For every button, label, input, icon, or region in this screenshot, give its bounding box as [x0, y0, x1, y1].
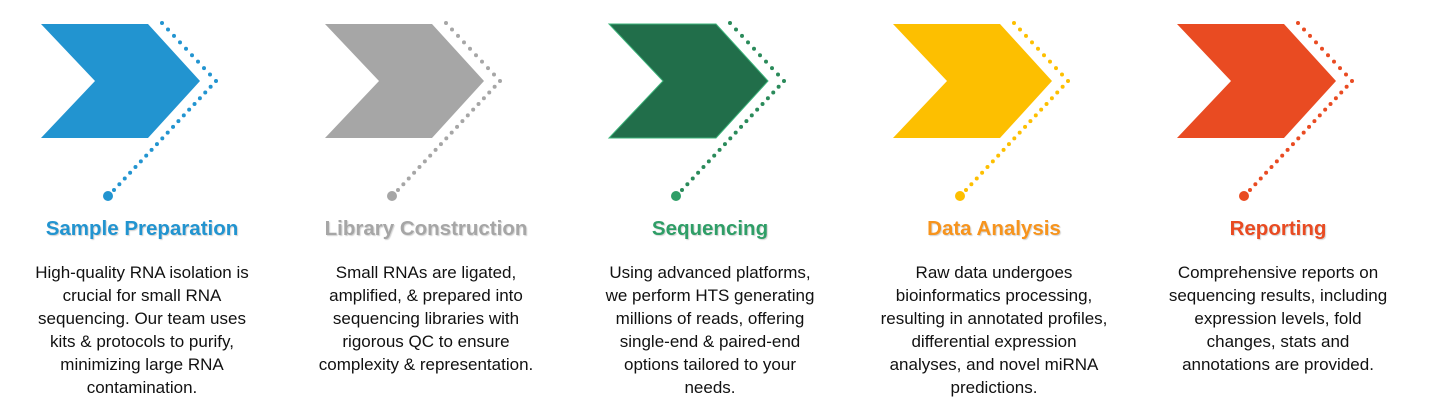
- desc-line: High-quality RNA isolation is: [35, 263, 249, 282]
- step-description: Comprehensive reports on sequencing resu…: [1136, 261, 1420, 376]
- desc-line: Using advanced platforms,: [609, 263, 811, 282]
- desc-line: analyses, and novel miRNA: [889, 355, 1099, 374]
- desc-line: resulting in annotated profiles,: [880, 309, 1108, 328]
- desc-line: bioinformatics processing,: [895, 286, 1093, 305]
- desc-line: kits & protocols to purify,: [50, 332, 234, 351]
- desc-line: amplified, & prepared into: [329, 286, 523, 305]
- chevron-arrow-icon: [1177, 21, 1354, 201]
- desc-line: single-end & paired-end: [619, 332, 801, 351]
- step-title: Library Construction: [324, 217, 528, 240]
- desc-line: annotations are provided.: [1182, 355, 1374, 374]
- desc-line: complexity & representation.: [318, 355, 534, 374]
- desc-line: changes, stats and: [1206, 332, 1350, 351]
- desc-line: options tailored to your: [624, 355, 796, 374]
- desc-line: differential expression: [911, 332, 1077, 351]
- desc-line: sequencing. Our team uses: [38, 309, 246, 328]
- desc-line: needs.: [684, 378, 736, 397]
- desc-line: Small RNAs are ligated,: [335, 263, 517, 282]
- step-reporting: Reporting Comprehensive reports on seque…: [1136, 0, 1420, 416]
- endpoint-dot-icon: [387, 191, 397, 201]
- chevron-arrow-icon: [893, 21, 1070, 201]
- endpoint-dot-icon: [671, 191, 681, 201]
- desc-line: rigorous QC to ensure: [342, 332, 510, 351]
- desc-line: Comprehensive reports on: [1177, 263, 1379, 282]
- step-description: Using advanced platforms, we perform HTS…: [568, 261, 852, 399]
- endpoint-dot-icon: [103, 191, 113, 201]
- desc-line: sequencing results, including: [1168, 286, 1388, 305]
- step-title: Sequencing: [651, 217, 769, 240]
- desc-line: we perform HTS generating: [605, 286, 815, 305]
- step-description: Raw data undergoes bioinformatics proces…: [852, 261, 1136, 399]
- desc-line: contamination.: [86, 378, 198, 397]
- step-sample-preparation: Sample Preparation High-quality RNA isol…: [0, 0, 284, 416]
- desc-line: crucial for small RNA: [62, 286, 222, 305]
- desc-line: millions of reads, offering: [615, 309, 805, 328]
- step-data-analysis: Data Analysis Raw data undergoes bioinfo…: [852, 0, 1136, 416]
- desc-line: Raw data undergoes: [915, 263, 1073, 282]
- desc-line: expression levels, fold: [1194, 309, 1362, 328]
- desc-line: sequencing libraries with: [332, 309, 520, 328]
- step-library-construction: Library Construction Small RNAs are liga…: [284, 0, 568, 416]
- chevron-arrow-icon: [325, 21, 502, 201]
- step-title: Sample Preparation: [45, 217, 239, 240]
- desc-line: predictions.: [950, 378, 1038, 397]
- desc-line: minimizing large RNA: [60, 355, 224, 374]
- endpoint-dot-icon: [1239, 191, 1249, 201]
- step-title: Reporting: [1229, 217, 1327, 240]
- step-sequencing: Sequencing Using advanced platforms, we …: [568, 0, 852, 416]
- step-title: Data Analysis: [927, 217, 1061, 240]
- step-description: High-quality RNA isolation is crucial fo…: [0, 261, 284, 399]
- chevron-arrow-icon: [41, 21, 218, 201]
- step-description: Small RNAs are ligated, amplified, & pre…: [284, 261, 568, 376]
- endpoint-dot-icon: [955, 191, 965, 201]
- chevron-arrow-icon: [607, 21, 786, 201]
